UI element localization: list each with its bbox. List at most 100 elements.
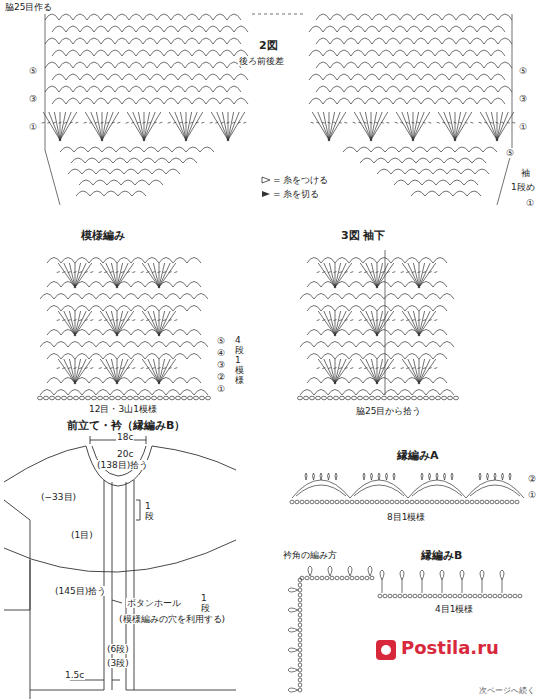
chain-loop: [414, 38, 428, 44]
chain-stitch: [290, 500, 294, 504]
chart-label: ⑤: [28, 66, 38, 76]
chain-stitch: [360, 576, 364, 580]
chain-stitch: [310, 396, 315, 400]
fan-stitch: [69, 359, 75, 383]
fan-bar: [328, 320, 331, 321]
chain-loop: [300, 390, 314, 396]
chain-loop: [150, 50, 164, 56]
chain-loop: [391, 306, 405, 312]
chain-stitch: [503, 594, 507, 598]
chain-loop: [82, 169, 96, 174]
fan-bar: [57, 320, 60, 321]
chain-loop: [453, 191, 467, 196]
fan-bar: [116, 368, 119, 369]
chain-loop: [416, 158, 430, 163]
chain-loop: [124, 169, 138, 174]
chain-stitch: [360, 500, 364, 504]
fan-stitch: [324, 263, 335, 287]
chain-stitch: [425, 500, 429, 504]
chain-loop: [321, 306, 335, 312]
fan-stitch: [186, 112, 197, 140]
chain-loop: [358, 62, 372, 68]
chain-loop: [199, 14, 213, 20]
fan-bar: [179, 122, 182, 123]
chain-loop: [470, 62, 484, 68]
fan-bar: [376, 272, 379, 273]
chain-stitch: [454, 396, 459, 400]
fan-bar: [322, 320, 325, 321]
fan-bar: [132, 320, 135, 321]
fan-bar: [370, 320, 373, 321]
chain-loop: [379, 98, 393, 104]
chain-loop: [89, 282, 103, 288]
fan-stitch: [96, 112, 102, 140]
chain-loop: [425, 191, 439, 196]
chain-loop: [75, 354, 89, 360]
chain-loop: [411, 191, 425, 196]
fan-stitch: [318, 359, 335, 383]
chain-loop: [371, 147, 385, 152]
fan-stitch: [335, 263, 336, 287]
chart-label: 12目・3山1模様: [88, 404, 158, 414]
chain-loop: [307, 330, 321, 336]
chain-loop: [45, 38, 59, 44]
chain-loop: [80, 26, 94, 32]
fan-bar: [132, 272, 135, 273]
chain-loop: [435, 98, 449, 104]
chain-stitch: [298, 658, 302, 662]
chain-stitch: [92, 396, 97, 400]
chart-label: ①: [525, 198, 535, 208]
fan-stitch: [153, 311, 159, 335]
chain-loop: [122, 50, 136, 56]
fan-bar: [47, 122, 50, 123]
chain-loop: [433, 258, 447, 264]
chain-loop: [363, 354, 377, 360]
chain-stitch: [298, 673, 302, 677]
chain-loop: [498, 14, 512, 20]
fan-bar: [370, 368, 373, 369]
chain-loop: [96, 169, 110, 174]
chain-stitch: [430, 396, 435, 400]
fan-bar: [434, 320, 437, 321]
leader-line: [112, 600, 122, 603]
fan-bar: [141, 320, 144, 321]
legend-text: = 糸を切る: [273, 188, 319, 201]
chain-stitch: [403, 594, 407, 598]
fan-stitch: [360, 112, 371, 140]
fan-bar: [334, 272, 337, 273]
edge-line: [45, 14, 60, 205]
fan-bar: [328, 368, 331, 369]
chain-loop: [440, 342, 454, 348]
chart-label: 前立て・衿（縁編みB）: [66, 420, 186, 433]
fan-bar: [353, 122, 356, 123]
fan-stitch: [60, 112, 61, 140]
chain-loop: [131, 378, 145, 384]
chain-loop: [433, 306, 447, 312]
stitch-dot: [158, 382, 160, 384]
fan-stitch: [408, 263, 419, 287]
fan-stitch: [377, 263, 394, 287]
chain-loop: [169, 158, 183, 163]
chain-loop: [344, 38, 358, 44]
chain-stitch: [182, 396, 187, 400]
fan-stitch: [43, 112, 60, 140]
chain-stitch: [300, 500, 304, 504]
chain-loop: [358, 38, 372, 44]
chain-loop: [47, 354, 61, 360]
chain-loop: [328, 342, 342, 348]
fan-stitch: [144, 112, 145, 140]
fan-bar: [428, 122, 431, 123]
chain-loop: [152, 390, 166, 396]
fan-stitch: [228, 112, 245, 140]
chain-loop: [372, 62, 386, 68]
chain-loop: [40, 390, 54, 396]
fan-bar: [479, 122, 482, 123]
chain-stitch: [408, 594, 412, 598]
fan-bar: [401, 272, 404, 273]
chain-loop: [75, 258, 89, 264]
fan-stitch: [142, 311, 159, 335]
collar-band: [86, 446, 152, 486]
fan-stitch: [329, 112, 346, 140]
fan-bar: [392, 368, 395, 369]
fan-bar: [173, 122, 176, 123]
